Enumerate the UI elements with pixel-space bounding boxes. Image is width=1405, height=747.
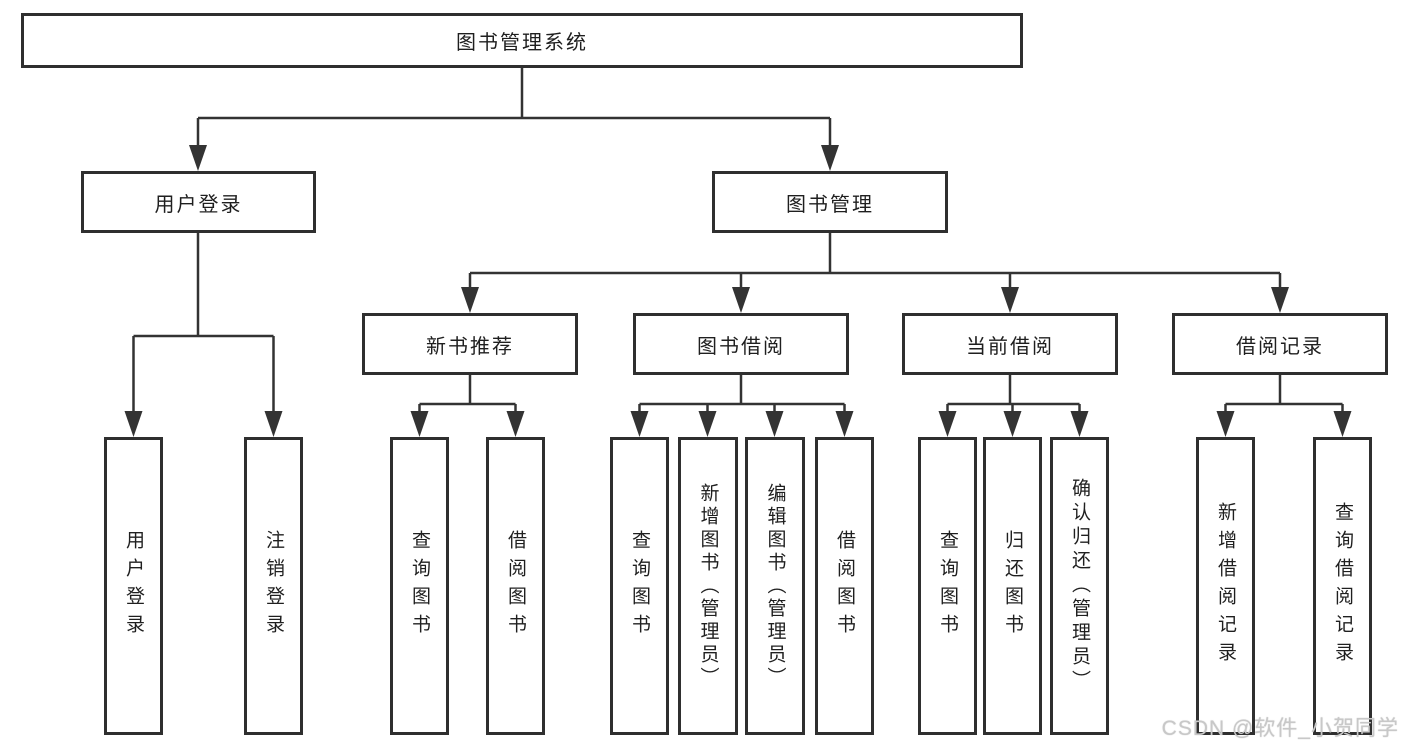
- leaf-return-book-label: 归还图书: [1002, 530, 1023, 642]
- leaf-confirm-return-admin: 确认归还（管理员）: [1050, 437, 1109, 735]
- node-new-book-recommend-label: 新书推荐: [426, 335, 514, 358]
- leaf-query-book-2: 查询图书: [610, 437, 669, 735]
- node-borrow-records-label: 借阅记录: [1236, 335, 1324, 358]
- leaf-logout-label: 注销登录: [263, 530, 284, 642]
- leaf-query-book-2-label: 查询图书: [629, 530, 650, 642]
- leaf-add-book-admin-label: 新增图书（管理员）: [697, 482, 719, 690]
- node-current-borrow-label: 当前借阅: [966, 335, 1054, 358]
- node-root: 图书管理系统: [21, 13, 1023, 68]
- node-new-book-recommend: 新书推荐: [362, 313, 578, 375]
- leaf-add-book-admin: 新增图书（管理员）: [678, 437, 738, 735]
- node-borrow-records: 借阅记录: [1172, 313, 1388, 375]
- leaf-borrow-book-2: 借阅图书: [815, 437, 874, 735]
- node-current-borrow: 当前借阅: [902, 313, 1118, 375]
- leaf-borrow-book-2-label: 借阅图书: [834, 530, 855, 642]
- node-user-login-label: 用户登录: [154, 193, 243, 216]
- leaf-user-login-label: 用户登录: [123, 530, 144, 642]
- node-user-login: 用户登录: [81, 171, 316, 233]
- leaf-borrow-book-1-label: 借阅图书: [505, 530, 526, 642]
- leaf-edit-book-admin: 编辑图书（管理员）: [745, 437, 805, 735]
- leaf-user-login: 用户登录: [104, 437, 163, 735]
- leaf-edit-book-admin-label: 编辑图书（管理员）: [764, 482, 786, 690]
- leaf-add-borrow-record-label: 新增借阅记录: [1215, 502, 1236, 670]
- node-book-management: 图书管理: [712, 171, 948, 233]
- leaf-query-book-1: 查询图书: [390, 437, 449, 735]
- node-book-management-label: 图书管理: [786, 193, 874, 216]
- leaf-borrow-book-1: 借阅图书: [486, 437, 545, 735]
- leaf-query-book-1-label: 查询图书: [409, 530, 430, 642]
- leaf-query-borrow-record-label: 查询借阅记录: [1332, 502, 1353, 670]
- node-root-label: 图书管理系统: [456, 32, 588, 54]
- leaf-logout: 注销登录: [244, 437, 303, 735]
- leaf-query-book-3: 查询图书: [918, 437, 977, 735]
- leaf-add-borrow-record: 新增借阅记录: [1196, 437, 1255, 735]
- leaf-confirm-return-admin-label: 确认归还（管理员）: [1069, 478, 1090, 694]
- leaf-query-book-3-label: 查询图书: [937, 530, 958, 642]
- leaf-return-book: 归还图书: [983, 437, 1042, 735]
- leaf-query-borrow-record: 查询借阅记录: [1313, 437, 1372, 735]
- node-book-borrow-label: 图书借阅: [697, 335, 785, 358]
- node-book-borrow: 图书借阅: [633, 313, 849, 375]
